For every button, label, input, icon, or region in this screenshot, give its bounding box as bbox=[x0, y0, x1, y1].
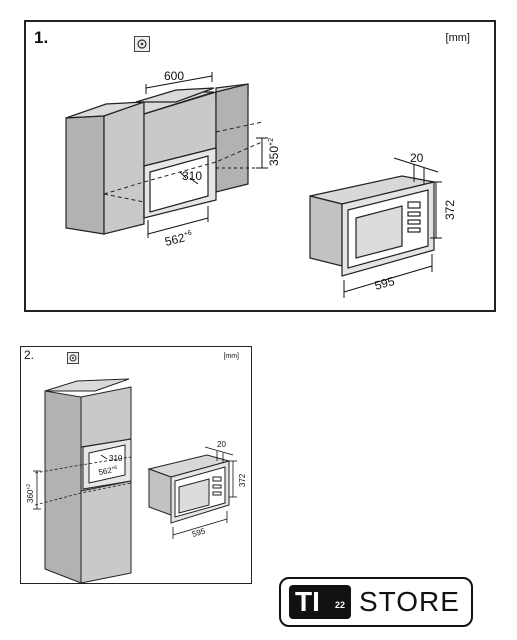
dimension-20-label: 20 bbox=[217, 440, 226, 449]
dimension-310-label: 310 bbox=[109, 454, 123, 463]
step-2-illustration: 310 562+6 360+2 20 bbox=[26, 378, 247, 584]
dimension-372-label: 372 bbox=[238, 473, 247, 487]
dimension-310 bbox=[100, 454, 108, 460]
dimension-562-label: 562+6 bbox=[98, 465, 119, 477]
dimension-562 bbox=[147, 206, 209, 238]
dimension-360 bbox=[33, 470, 41, 510]
dimension-600 bbox=[145, 72, 213, 94]
logo-mark: TI 22 bbox=[289, 585, 351, 619]
dimension-310 bbox=[179, 171, 199, 185]
dimension-372-label: 372 bbox=[443, 200, 457, 220]
microwave-oven bbox=[309, 175, 435, 277]
dimension-595 bbox=[172, 511, 228, 539]
dimension-562-label: 562+6 bbox=[163, 229, 194, 249]
dimension-372 bbox=[229, 460, 237, 498]
dimension-310-label: 310 bbox=[182, 169, 202, 183]
microwave-oven bbox=[147, 454, 231, 524]
step-2-panel: 2. [mm] 310 562+6 bbox=[20, 346, 252, 584]
dimension-595-label: 595 bbox=[191, 526, 207, 538]
step-1-panel: 1. [mm] bbox=[24, 20, 496, 312]
step-number: 2. bbox=[24, 348, 35, 362]
dimension-600-label: 600 bbox=[164, 69, 184, 83]
dimension-350 bbox=[216, 137, 268, 169]
store-logo: TI 22 STORE bbox=[279, 577, 473, 627]
dimension-20 bbox=[393, 157, 439, 184]
dimension-20 bbox=[204, 446, 234, 463]
dimension-20-label: 20 bbox=[410, 151, 424, 165]
step-1-illustration: 600 350+2 310 562+6 bbox=[65, 69, 457, 298]
dimension-360-label: 360+2 bbox=[26, 484, 35, 503]
logo-wordmark: STORE bbox=[359, 586, 460, 617]
unit-label: [mm] bbox=[223, 353, 239, 360]
info-icon bbox=[67, 352, 79, 364]
dimension-595 bbox=[343, 254, 433, 298]
unit-label: [mm] bbox=[445, 32, 470, 44]
step-number: 1. bbox=[34, 28, 49, 47]
dimension-372 bbox=[430, 181, 442, 239]
depth-guide bbox=[34, 456, 132, 506]
wall-cabinet bbox=[65, 83, 249, 235]
dimension-350-label: 350+2 bbox=[267, 138, 281, 166]
tall-cabinet bbox=[44, 378, 132, 584]
info-icon bbox=[134, 36, 150, 52]
dimension-595-label: 595 bbox=[373, 274, 396, 293]
logo-mark-text: TI bbox=[295, 586, 320, 617]
logo-mark-superscript: 22 bbox=[335, 600, 346, 610]
